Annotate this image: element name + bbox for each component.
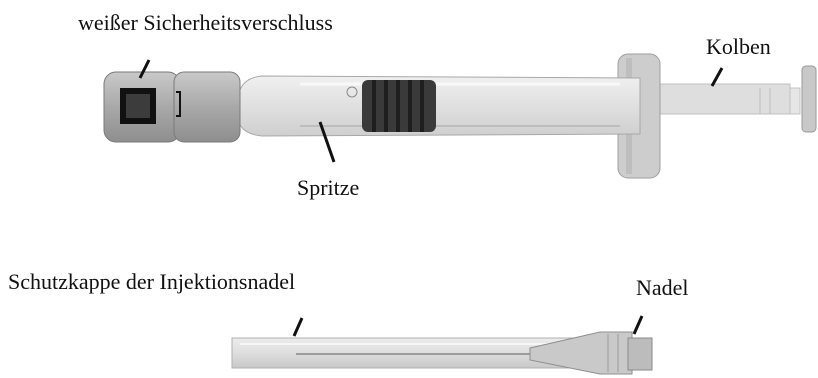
pointer-needle-shield <box>294 318 302 336</box>
safety-cap <box>104 72 240 142</box>
rubber-stopper <box>362 80 436 132</box>
pointer-plunger <box>712 68 722 86</box>
plunger-thumb-press <box>802 66 816 132</box>
pointer-needle <box>634 316 642 334</box>
